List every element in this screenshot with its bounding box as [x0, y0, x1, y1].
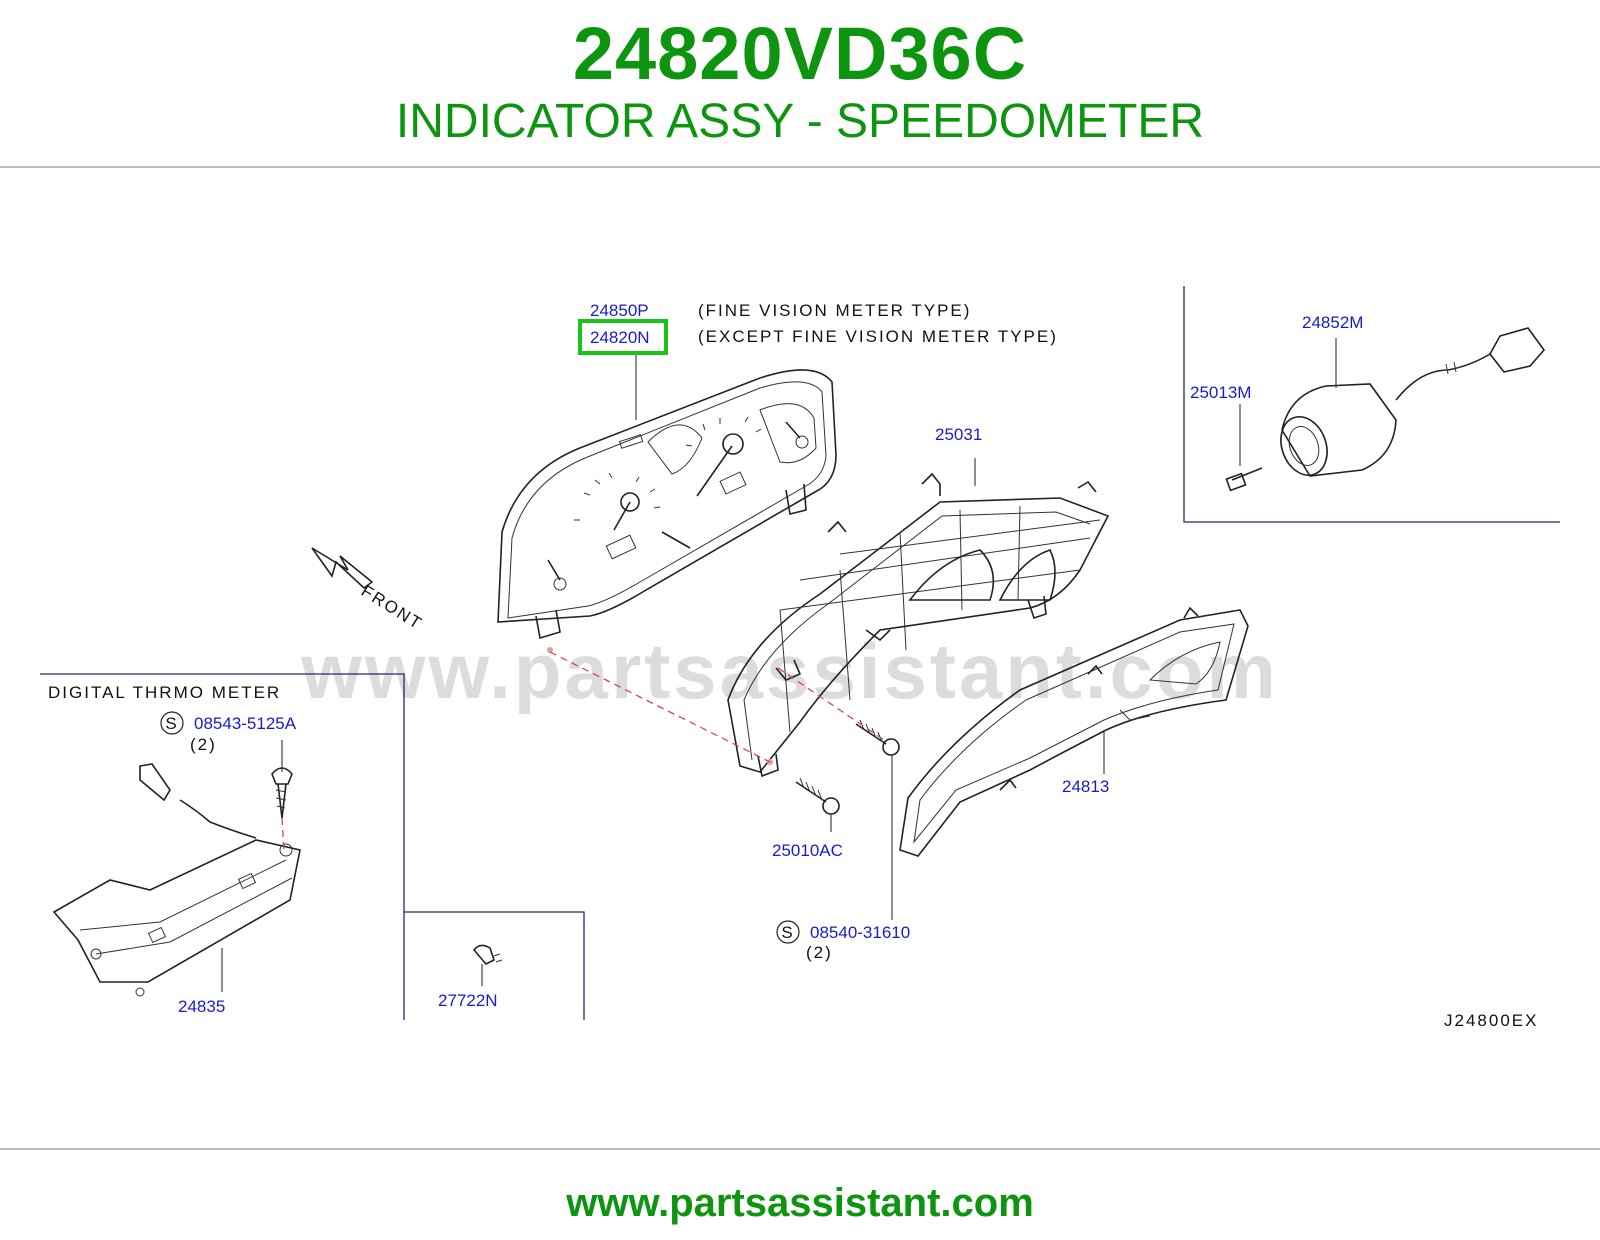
- sensor-drawing: [1225, 327, 1546, 492]
- parts-diagram-svg: www.partsassistant.com: [40, 286, 1560, 1030]
- front-label: FRONT: [358, 581, 426, 633]
- inset-frame-bulb: [404, 911, 585, 1020]
- page-header: 24820VD36C INDICATOR ASSY - SPEEDOMETER: [0, 0, 1600, 168]
- part-name-subtitle: INDICATOR ASSY - SPEEDOMETER: [395, 95, 1205, 148]
- part-number-title: 24820VD36C: [572, 12, 1028, 95]
- callout-24835: 24835: [178, 997, 225, 1016]
- watermark-text: www.partsassistant.com: [300, 627, 1279, 715]
- screw-symbol-08540-label: S: [781, 923, 794, 942]
- callout-25013M: 25013M: [1190, 383, 1251, 402]
- callout-24850P: 24850P: [590, 301, 649, 320]
- footer-website-link[interactable]: www.partsassistant.com: [566, 1181, 1034, 1225]
- screw-symbol-08543-label: S: [165, 714, 178, 733]
- callout-25031: 25031: [935, 425, 982, 444]
- assembly-line-left: [549, 651, 771, 763]
- qty-08540: (2): [806, 943, 833, 962]
- front-direction-arrow: FRONT: [311, 547, 426, 634]
- screw-symbol-08543: [160, 711, 184, 735]
- parts-diagram: www.partsassistant.com: [0, 270, 1600, 1080]
- callout-24852M: 24852M: [1302, 313, 1363, 332]
- bulb-27722n-drawing: [472, 944, 503, 965]
- callout-27722N: 27722N: [438, 991, 498, 1010]
- callout-08540-31610: 08540-31610: [810, 923, 910, 942]
- screw-25010ac-drawing: [795, 777, 840, 815]
- thermo-meter-drawing: [52, 763, 301, 997]
- note-fine-vision: (FINE VISION METER TYPE): [698, 301, 971, 320]
- callout-25010AC: 25010AC: [772, 841, 843, 860]
- drawing-code: J24800EX: [1444, 1011, 1538, 1030]
- callout-08543-5125A: 08543-5125A: [194, 714, 297, 733]
- note-digital-thermo: DIGITAL THRMO METER: [48, 683, 281, 702]
- meter-cluster-drawing: [497, 369, 837, 653]
- footer-divider: [0, 1148, 1600, 1150]
- highlight-box-24820N: [578, 319, 668, 355]
- qty-08543: (2): [190, 735, 217, 754]
- assembly-line-thermo: [281, 817, 285, 851]
- header-divider: [0, 166, 1600, 168]
- screw-08543-drawing: [271, 767, 293, 819]
- inset-frame-sensor: [1183, 286, 1560, 523]
- assembly-line-right: [777, 667, 885, 741]
- callout-24820N: 24820N: [590, 328, 650, 347]
- inset-frame-thermo: [40, 673, 405, 1020]
- note-except-fine-vision: (EXCEPT FINE VISION METER TYPE): [698, 327, 1058, 346]
- callout-24813: 24813: [1062, 777, 1109, 796]
- meter-housing-drawing: [727, 472, 1110, 778]
- screw-symbol-08540: [776, 920, 800, 944]
- lens-cover-drawing: [899, 606, 1249, 857]
